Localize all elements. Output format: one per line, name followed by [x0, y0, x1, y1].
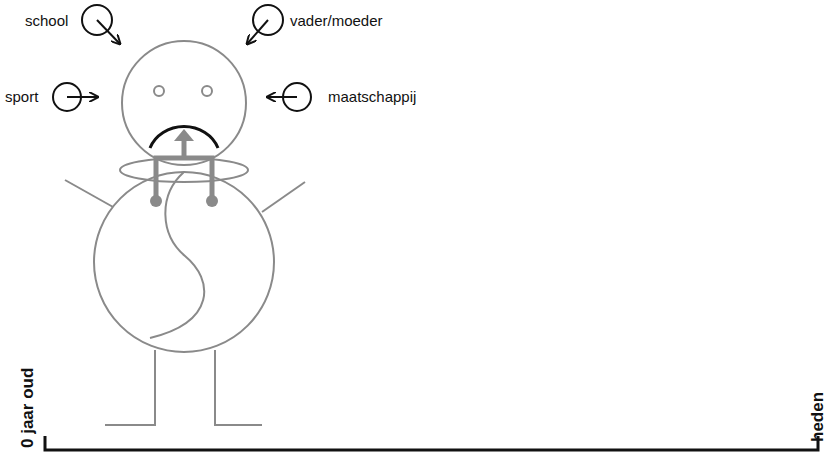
arrow-branch	[156, 158, 212, 200]
arrow-stem	[182, 140, 187, 158]
right-leg	[215, 350, 262, 425]
body-curve	[150, 172, 204, 338]
influence-label: sport	[5, 88, 38, 106]
timeline-end-label: heden	[808, 392, 828, 442]
eye	[154, 86, 164, 96]
influence-arrow	[67, 96, 98, 98]
influence-label: school	[25, 12, 68, 30]
timeline-bracket	[45, 436, 818, 450]
arrow-head	[174, 129, 194, 141]
influence-label: vader/moeder	[290, 12, 383, 30]
body-circle	[94, 172, 274, 352]
branch-dot	[206, 195, 218, 207]
influence-arrow	[97, 20, 120, 44]
timeline-start-label: 0 jaar oud	[18, 368, 38, 448]
eye	[202, 86, 212, 96]
influence-arrow	[247, 20, 268, 44]
influence-label: maatschappij	[328, 88, 416, 106]
head-circle	[122, 41, 246, 165]
right-arm	[262, 182, 305, 212]
influence-arrow	[267, 96, 297, 98]
inner-arrow	[156, 140, 212, 200]
figure	[65, 41, 305, 425]
left-leg	[105, 350, 155, 425]
branch-dot	[150, 195, 162, 207]
neck-ring	[120, 158, 248, 182]
